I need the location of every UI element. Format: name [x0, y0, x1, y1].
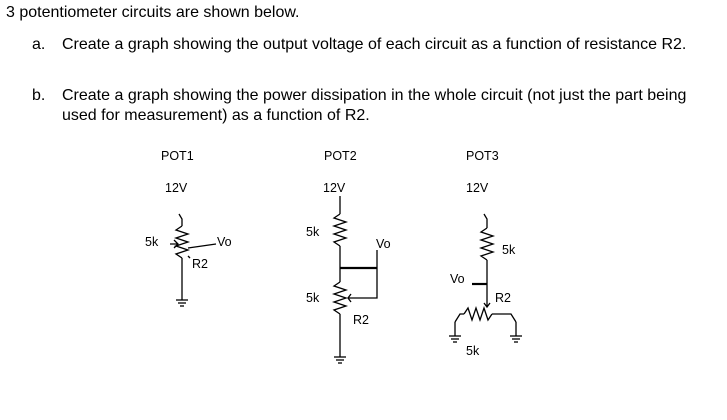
- pot2-bottom-resistor-label: 5k: [306, 291, 320, 305]
- pot3-bottom-resistor-label: 5k: [466, 344, 480, 358]
- pot1-output-label: Vo: [217, 235, 232, 249]
- pot2-load-label: R2: [353, 313, 369, 327]
- pot3-circuit: POT3 12V 5k Vo R2 5k: [449, 149, 522, 358]
- pot3-left-ground-icon: [449, 335, 461, 343]
- pot1-supply-label: 12V: [165, 181, 188, 195]
- question-b-text: Create a graph showing the power dissipa…: [62, 87, 687, 124]
- pot2-ground-icon: [334, 356, 346, 364]
- pot1-supply-wire: [178, 213, 183, 226]
- pot1-circuit: POT1 12V 5k Vo R2: [145, 149, 232, 307]
- pot1-resistor-label: 5k: [145, 235, 159, 249]
- pot2-title: POT2: [324, 149, 357, 163]
- pot2-wiper-arrow: [347, 293, 357, 303]
- pot2-circuit: POT2 12V 5k Vo 5k R2: [306, 149, 391, 364]
- pot1-load-wire: [187, 255, 191, 259]
- question-b-marker: b.: [32, 87, 46, 104]
- pot3-wiper-arrow: [483, 300, 491, 309]
- pot1-title: POT1: [161, 149, 194, 163]
- pot3-supply-label: 12V: [466, 181, 489, 195]
- problem-intro: 3 potentiometer circuits are shown below…: [6, 4, 300, 21]
- pot2-wiper-wire: [357, 268, 378, 299]
- pot3-left-wire: [454, 313, 464, 323]
- pot1-load-label: R2: [192, 257, 208, 271]
- pot2-supply-label: 12V: [323, 181, 346, 195]
- pot3-load-label: R2: [495, 291, 511, 305]
- pot1-pot-arrow: [170, 239, 179, 249]
- pot1-ground-icon: [176, 299, 188, 307]
- question-a-text: Create a graph showing the output voltag…: [62, 36, 687, 53]
- pot3-right-wire: [492, 313, 517, 323]
- pot2-output-label: Vo: [376, 237, 391, 251]
- pot2-bottom-resistor: [331, 281, 349, 315]
- pot2-top-resistor: [331, 213, 349, 247]
- question-a-marker: a.: [32, 36, 46, 53]
- pot3-top-resistor: [478, 227, 496, 261]
- pot3-top-resistor-label: 5k: [502, 243, 516, 257]
- pot1-wiper-wire: [187, 243, 217, 249]
- pot3-supply-wire: [483, 213, 488, 228]
- pot3-bottom-resistor: [463, 305, 493, 323]
- pot3-title: POT3: [466, 149, 499, 163]
- pot2-top-resistor-label: 5k: [306, 225, 320, 239]
- pot1-pot-resistor: [173, 225, 191, 259]
- pot3-output-label: Vo: [450, 272, 465, 286]
- pot3-right-ground-icon: [510, 335, 522, 343]
